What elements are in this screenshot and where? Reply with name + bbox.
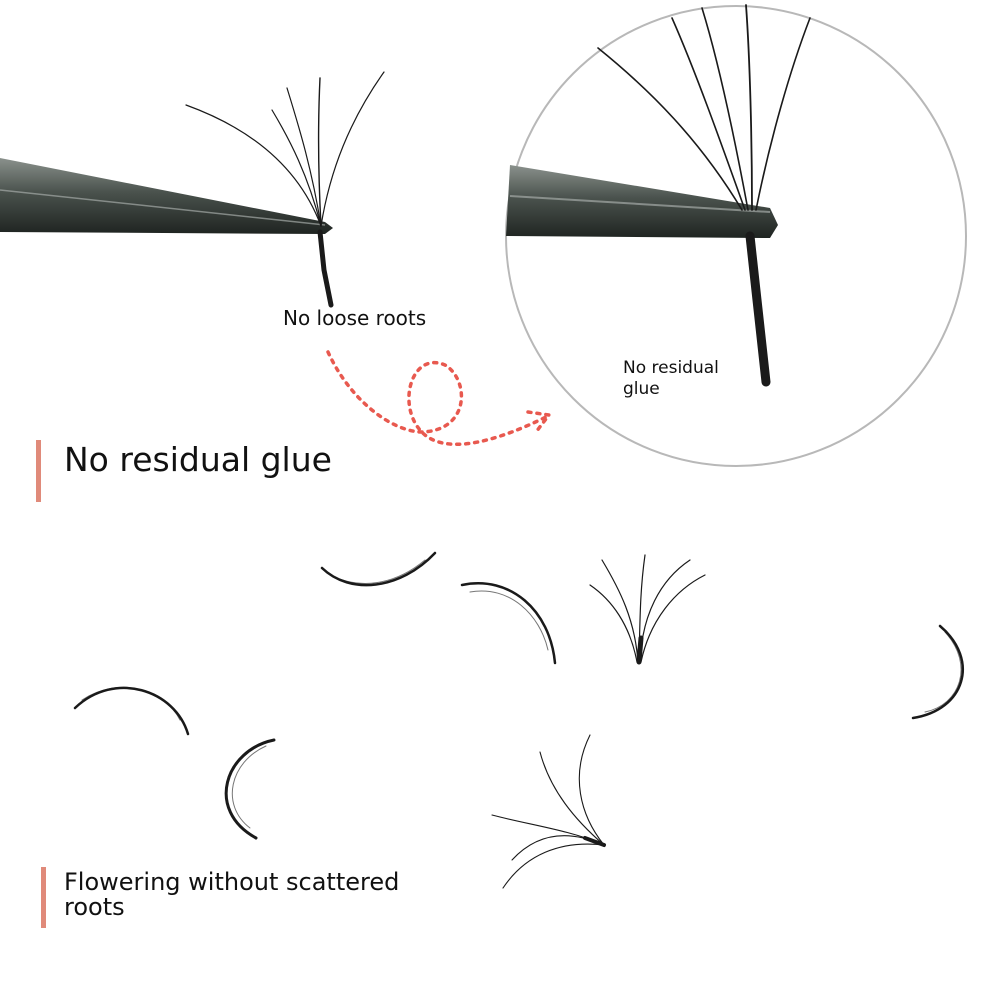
tweezer-left [0,158,333,234]
dotted-arrow [326,350,553,447]
accent-bar-flowering [41,867,46,928]
no-loose-roots-label: No loose roots [283,306,427,330]
tweezer-zoom [506,165,778,238]
no-residual-glue-label: No residual glue [623,358,719,399]
lash-fan-left [185,71,385,308]
accent-bar-glue [36,440,41,502]
flowering-heading: Flowering without scattered roots [64,868,400,921]
lash-fan-zoom [597,4,811,387]
no-residual-glue-heading: No residual glue [64,440,332,479]
scattered-lashes [73,551,965,889]
